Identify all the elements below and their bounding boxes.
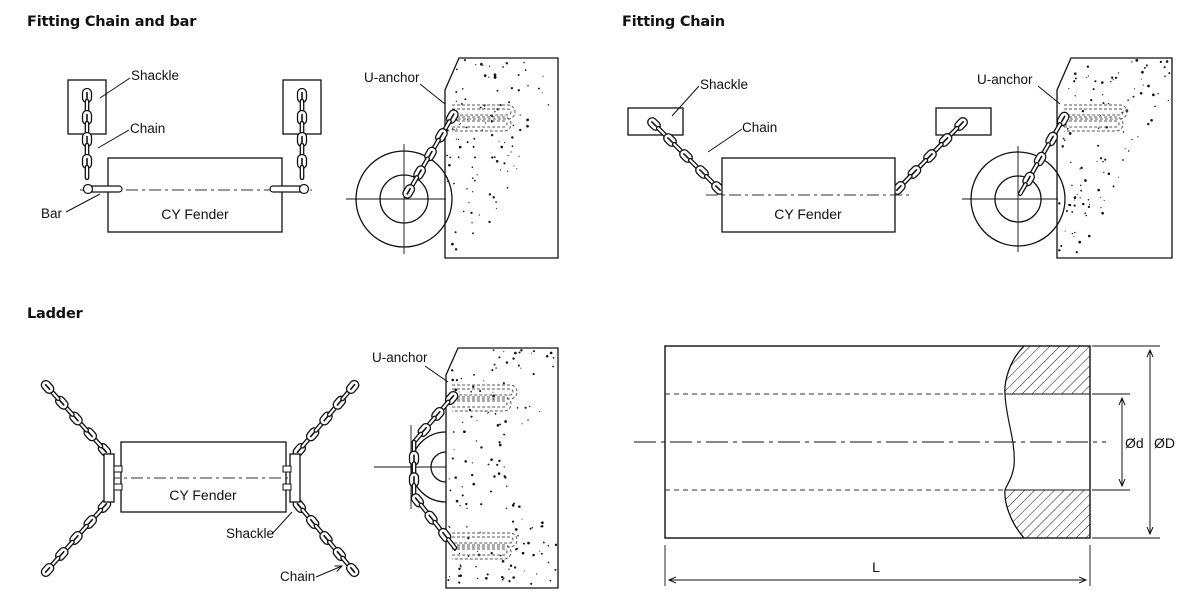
quay-wall [444,57,559,259]
dim-d-label: Ød [1125,435,1144,451]
side-view-3: U-anchor [372,347,559,589]
shackle-label: Shackle [700,77,748,92]
shackle-label: Shackle [131,68,179,83]
panel-dimension-drawing: Ød ØD L [634,345,1182,586]
u-anchor [452,544,512,560]
cy-fender-label: CY Fender [774,206,842,222]
quay-wall [445,347,559,589]
title-ladder: Ladder [27,306,83,322]
chain-link [84,164,90,181]
u-anchor-label: U-anchor [977,72,1033,87]
u-anchor [452,396,512,412]
cy-fender-body [120,441,287,513]
side-view-2: U-anchor [962,57,1173,259]
panel-ladder: CY Fender Shackle Chain [40,379,360,584]
left-plate [627,107,684,136]
chain-label: Chain [742,120,777,135]
side-view-1: U-anchor [346,57,559,259]
left-chain [647,117,725,195]
left-chain [81,87,93,181]
quay-wall [1056,57,1173,259]
dim-L-label: L [872,559,880,575]
title-fitting-chain: Fitting Chain [622,14,725,30]
chain-link [445,537,458,551]
chain-label: Chain [130,121,165,136]
shackle-label: Shackle [226,526,274,541]
chain-link [1017,182,1028,196]
panel-fitting-chain: CY Fender Shackle Chain [627,77,992,233]
left-ladder-bracket [103,453,115,503]
right-chain [296,87,308,181]
cy-fender-body [107,157,283,233]
chain-label: Chain [280,569,315,584]
panel-fitting-chain-and-bar: CY Fender Shackle Chain Bar [41,68,322,233]
u-anchor [1064,116,1124,132]
break-line [1004,345,1025,539]
cy-fender-label: CY Fender [161,206,229,222]
dim-D-label: ØD [1154,435,1175,451]
u-anchor-label: U-anchor [364,70,420,85]
right-bar [269,185,305,193]
right-chain [891,117,969,195]
right-plate [935,107,992,136]
title-fitting-chain-and-bar: Fitting Chain and bar [27,14,197,30]
chain-link [299,164,305,181]
u-anchor [452,116,512,132]
cy-fender-label: CY Fender [169,487,237,503]
right-ladder-bracket [289,453,301,503]
u-anchor-label: U-anchor [372,350,428,365]
bar-label: Bar [41,206,63,221]
